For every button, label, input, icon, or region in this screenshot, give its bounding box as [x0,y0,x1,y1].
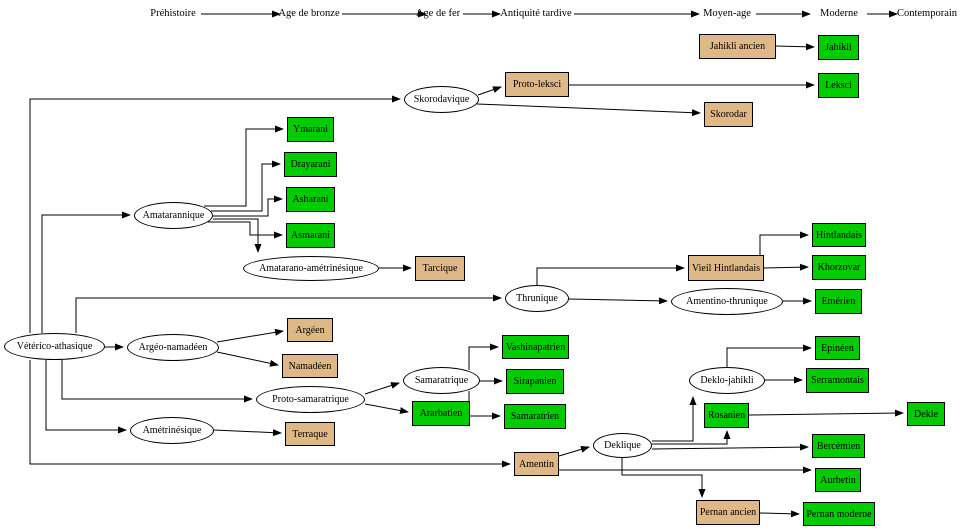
extinct-node-namadeen: Namadéen [282,354,338,378]
family-node-skorodavique: Skorodavique [404,86,479,113]
family-node-dekloJahikli: Deklo-jahikli [689,367,765,394]
family-node-protoSamaratrique: Proto-samaratrique [256,386,365,413]
extinct-node-pernanAncien: Pernan ancien [696,500,760,525]
family-node-veterico: Vétérico-athasique [4,333,105,360]
edge-amentin-deklique [558,445,590,457]
edge-skorodavique-protoLeksci [477,86,502,96]
edge-vieilHintlandais-khorzovar [763,263,809,271]
extinct-node-argeen: Argéen [287,318,333,342]
extinct-node-vieilHintlandais: Vieil Hintlandais [688,255,764,281]
living-node-samaratrien: Samaratrien [504,404,566,429]
extinct-node-protoLeksci: Proto-leksci [505,72,569,97]
extinct-node-terraque: Terraque [285,422,335,446]
timeline-stage-contemporain: Contemporain [896,8,958,19]
living-node-epineen: Epinéen [815,336,860,360]
edge-deklique-bercemien [651,443,809,451]
living-node-bercemien: Bercémien [812,434,865,458]
living-node-aurbetin: Aurbetin [815,468,861,492]
edge-veterico-skorodavique [29,95,401,333]
living-node-dekle: Dekle [907,402,945,426]
living-node-jahikli: Jahikli [818,35,859,60]
living-node-serramontais: Serramontais [806,368,869,393]
living-node-emerien: Emérien [815,289,862,314]
edge-amataranique-amatarano [213,218,262,253]
edge-rosanien-dekle [748,409,904,417]
edge-veterico-protoSamaratrique [61,360,253,403]
edge-deklique-rosanien [652,430,731,445]
family-node-amentinoThrunique: Amentino-thrunique [671,288,783,315]
family-node-samaratrique: Samaratrique [403,367,480,394]
living-node-drayarani: Drayarani [284,152,337,177]
edge-jahikliAncien-jahikli [775,43,815,51]
edge-deklique-pernanAncien [621,458,706,498]
living-node-ararbatien: Ararbatien [412,401,470,426]
edge-argeoNamadeen-argeen [216,328,284,343]
edge-dekloJahikli-epineen [726,344,812,367]
edge-thrunique-vieilHintlandais [536,264,685,285]
timeline-stage-prehistoire: Préhistoire [150,8,196,19]
family-node-amataranique: Amatarannique [134,202,213,229]
edge-veterico-thrunique [75,294,502,333]
timeline-stage-moyen-age: Moyen-age [703,8,751,19]
living-node-asharani: Asharani [286,187,335,212]
living-node-ymarani: Ymarani [287,117,334,142]
edge-pernanAncien-pernanModerne [759,510,800,518]
family-node-amatarano: Amatarano-amétrinésique [243,256,379,281]
extinct-node-amentin: Amentin [514,452,559,476]
edge-protoSamaratrique-ararbatien [364,403,409,414]
family-node-deklique: Deklique [593,433,652,458]
edge-samaratrique-vashinapatrien [468,343,499,370]
edge-veterico-ametrinesique [45,360,127,434]
family-node-ametrinesique: Amétrinésique [130,417,214,444]
living-node-hintlandais: Hintlandais [812,223,866,247]
edge-deklique-dekloJahikli [652,396,697,442]
living-node-sirapanien: Sirapanien [506,369,564,394]
edge-protoSamaratrique-samaratrique [364,382,400,395]
living-node-leksci: Leksci [818,73,859,98]
living-node-khorzovar: Khorzovar [812,255,866,280]
timeline-stage-bronze: Age de bronze [278,8,340,19]
extinct-node-tarcique: Tarcique [415,256,465,281]
living-node-vashinapatrien: Vashinapatrien [502,335,569,359]
edge-veterico-amataranique [41,211,131,333]
edge-amataranique-ymarani [204,125,284,207]
edge-samaratrique-samaratrien [468,391,501,420]
edge-amataranique-asharani [213,195,283,217]
living-node-rosanien: Rosanien [704,403,749,428]
timeline-stage-moderne: Moderne [820,8,858,19]
extinct-node-skorodar: Skorodar [704,102,753,127]
timeline-stage-antiquite: Antiquité tardive [500,8,572,19]
family-node-thrunique: Thrunique [505,285,569,312]
edge-amataranique-drayarani [211,160,281,212]
edge-argeoNamadeen-namadeen [216,351,279,367]
extinct-node-jahikliAncien: Jahikli ancien [699,34,776,59]
edge-ametrinesique-terraque [213,429,282,437]
living-node-asmarani: Asmarani [286,223,335,248]
edge-skorodavique-skorodar [476,103,701,117]
edge-thrunique-amentinoThrunique [568,297,668,305]
edge-veterico-amentin [29,360,511,468]
edge-vieilHintlandais-hintlandais [759,231,809,255]
timeline-stage-fer: Age de fer [415,8,461,19]
family-node-argeoNamadeen: Argéo-namadéen [127,334,219,361]
edge-amataranique-asmarani [208,221,283,239]
living-node-pernanModerne: Pernan moderne [803,502,875,526]
